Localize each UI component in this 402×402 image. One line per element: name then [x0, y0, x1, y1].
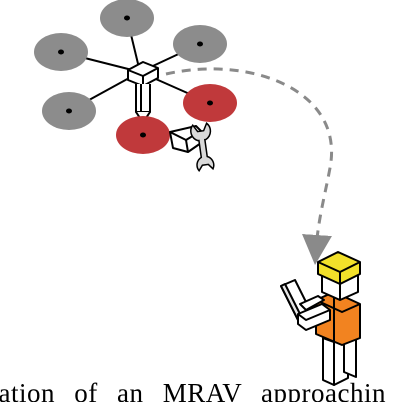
rotor-lower-left [42, 92, 96, 130]
drone-rotors [34, 0, 227, 130]
rotor-upper-left [34, 33, 88, 71]
drone-body [127, 61, 159, 119]
rotor-right-active [183, 84, 237, 122]
rotor-top [100, 0, 154, 37]
rotor-upper-right [173, 25, 227, 63]
worker [280, 251, 361, 386]
worker-helmet [317, 251, 361, 285]
drone-active-rotors [116, 84, 237, 154]
rotor-bottom-active [116, 116, 170, 154]
worker-arms [297, 295, 331, 331]
figure-caption: stration of an MRAV approachin [0, 378, 386, 402]
wrench-icon [190, 122, 215, 173]
approach-path [165, 67, 334, 265]
